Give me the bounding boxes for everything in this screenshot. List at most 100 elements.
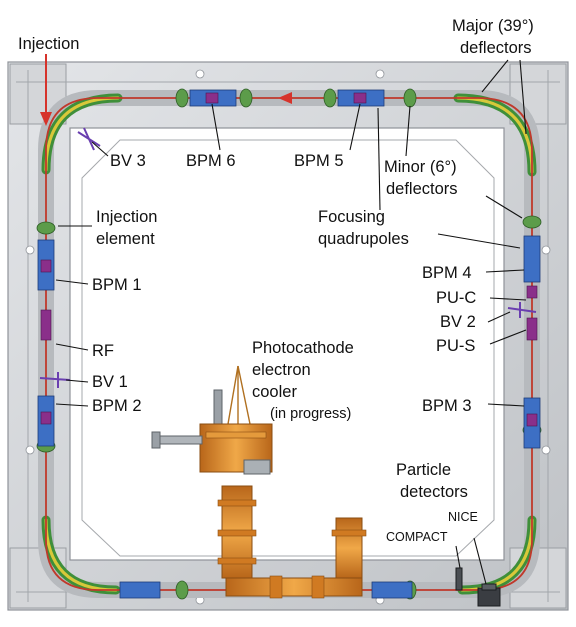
cooler-support-wire bbox=[227, 365, 239, 425]
label-bv3: BV 3 bbox=[110, 152, 146, 170]
leader-pus bbox=[489, 329, 527, 345]
bolt-hole bbox=[195, 69, 205, 79]
quadrupole bbox=[403, 88, 417, 108]
label-puc: PU-C bbox=[436, 289, 476, 307]
leader-bv3 bbox=[91, 141, 109, 157]
labels: Injection Major (39°) deflectors BV 3 BP… bbox=[18, 17, 534, 544]
bolt-hole bbox=[25, 445, 35, 455]
compact-detector bbox=[455, 567, 463, 591]
rf-cavity bbox=[40, 309, 52, 341]
bpm-bottom-block bbox=[371, 581, 413, 599]
label-major-deflectors-line1: Major (39°) bbox=[452, 17, 534, 35]
label-bpm1: BPM 1 bbox=[92, 276, 142, 294]
label-cooler-line3: cooler bbox=[252, 383, 297, 401]
leader-bpm5 bbox=[349, 103, 361, 151]
quadrupole bbox=[175, 580, 189, 600]
beam-orbit bbox=[45, 97, 533, 591]
leader-minor-deflectors-b bbox=[485, 195, 523, 219]
leader-nice bbox=[473, 537, 487, 585]
beam-ring bbox=[38, 90, 540, 598]
leader-bpm6 bbox=[211, 103, 221, 151]
bpm-6-pickup bbox=[205, 92, 219, 104]
leader-major-deflectors-b bbox=[519, 59, 527, 135]
label-injection-element-line2: element bbox=[96, 230, 155, 248]
label-minor-deflectors-line2: deflectors bbox=[386, 180, 458, 198]
leader-bv1 bbox=[65, 379, 89, 383]
leader-focusing-quads-b bbox=[437, 233, 521, 249]
pu-s-pickup bbox=[526, 317, 538, 341]
label-rf: RF bbox=[92, 342, 114, 360]
leader-puc bbox=[489, 297, 527, 301]
label-bpm2: BPM 2 bbox=[92, 397, 142, 415]
beam-viewers bbox=[39, 127, 537, 388]
major-deflector-tl-inner bbox=[44, 96, 120, 172]
major-deflector-tr-inner bbox=[456, 96, 534, 174]
cooler-column-ring bbox=[217, 529, 257, 537]
label-bpm5: BPM 5 bbox=[294, 152, 344, 170]
bpm-bottom-block bbox=[119, 581, 161, 599]
quadrupole bbox=[323, 88, 337, 108]
label-bv1: BV 1 bbox=[92, 373, 128, 391]
electron-cooler bbox=[151, 365, 367, 599]
quadrupole bbox=[175, 88, 189, 108]
beam-direction-arrow-icon bbox=[278, 92, 292, 104]
bpm-blocks bbox=[37, 89, 541, 599]
label-focusing-line2: quadrupoles bbox=[318, 230, 409, 248]
quadrupole bbox=[36, 221, 56, 235]
quadrupole bbox=[522, 215, 542, 229]
label-cooler-status: (in progress) bbox=[270, 406, 351, 422]
label-particle-detectors-line1: Particle bbox=[396, 461, 451, 479]
leader-bpm1 bbox=[55, 279, 89, 285]
major-deflector-bl-inner bbox=[44, 518, 118, 592]
bv-3-viewer bbox=[77, 127, 101, 151]
support-frame bbox=[7, 61, 569, 611]
leader-minor-deflectors-a bbox=[405, 105, 411, 157]
label-cooler-line1: Photocathode bbox=[252, 339, 354, 357]
injection-arrow bbox=[40, 54, 52, 126]
label-minor-deflectors-line1: Minor (6°) bbox=[384, 158, 457, 176]
leader-rf bbox=[55, 343, 89, 351]
nice-detector bbox=[477, 587, 501, 607]
bolt-hole bbox=[541, 445, 551, 455]
leader-bpm3 bbox=[487, 403, 525, 407]
bv-2-viewer bbox=[507, 302, 537, 318]
leader-bv2 bbox=[487, 311, 511, 323]
quadrupole bbox=[239, 88, 253, 108]
leader-lines bbox=[55, 59, 527, 585]
leader-bpm2 bbox=[55, 403, 89, 407]
label-injection: Injection bbox=[18, 35, 79, 53]
label-pus: PU-S bbox=[436, 337, 475, 355]
cooler-section-flange bbox=[269, 575, 283, 599]
cooler-support-wire bbox=[237, 365, 251, 425]
cooler-section bbox=[225, 577, 363, 597]
leader-bpm4 bbox=[485, 269, 525, 273]
pickups bbox=[40, 92, 538, 427]
cooler-collector-ring bbox=[331, 529, 367, 537]
bpm-5-pickup bbox=[353, 92, 367, 104]
pu-c-pickup bbox=[526, 285, 538, 299]
label-injection-element-line1: Injection bbox=[96, 208, 157, 226]
cooler-column-ring bbox=[217, 557, 257, 565]
particle-detectors bbox=[455, 567, 501, 607]
leader-compact bbox=[455, 545, 461, 569]
bpm-2-pickup bbox=[40, 411, 52, 425]
cooler-gun-plate bbox=[205, 431, 267, 439]
cooler-gauge bbox=[243, 459, 271, 475]
bv-1-viewer bbox=[39, 372, 71, 388]
leader-major-deflectors-a bbox=[481, 59, 509, 93]
cooler-side-flange bbox=[151, 431, 161, 449]
major-deflector-br-inner bbox=[460, 518, 534, 592]
bolt-hole bbox=[541, 245, 551, 255]
cooler-section-flange bbox=[311, 575, 325, 599]
nice-detector-cap bbox=[481, 583, 497, 591]
frame-inner-octagon bbox=[81, 139, 495, 557]
label-focusing-line1: Focusing bbox=[318, 208, 385, 226]
leader-focusing-quads-a bbox=[377, 107, 381, 211]
bolt-hole bbox=[375, 69, 385, 79]
cooler-column-ring bbox=[217, 499, 257, 507]
cooler-side-port bbox=[157, 435, 203, 445]
cooler-collector bbox=[335, 517, 363, 579]
label-particle-detectors-line2: detectors bbox=[400, 483, 468, 501]
label-bv2: BV 2 bbox=[440, 313, 476, 331]
